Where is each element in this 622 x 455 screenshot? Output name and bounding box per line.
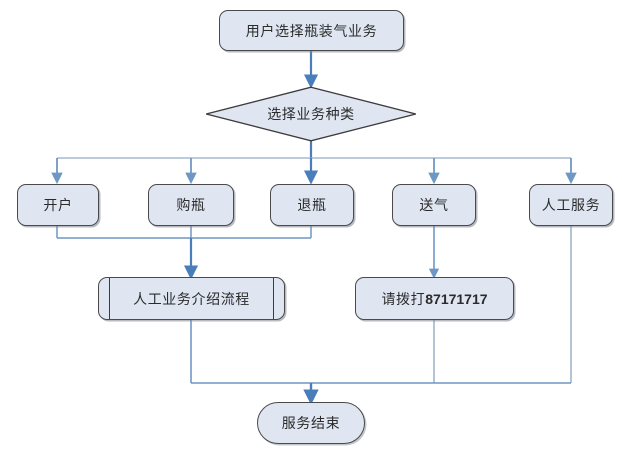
node-start-label: 用户选择瓶装气业务 (245, 22, 378, 39)
node-dial-phone[interactable]: 请拨打87171717 (355, 277, 514, 320)
node-manual-business-process-label: 人工业务介绍流程 (133, 290, 250, 307)
node-dial-phone-label: 请拨打87171717 (381, 289, 487, 309)
node-decision[interactable]: 选择业务种类 (205, 86, 417, 142)
node-end[interactable]: 服务结束 (257, 402, 365, 444)
node-manual-business-process[interactable]: 人工业务介绍流程 (98, 277, 285, 320)
node-decision-label: 选择业务种类 (267, 106, 355, 122)
node-start[interactable]: 用户选择瓶装气业务 (219, 10, 404, 51)
node-option-return-bottle[interactable]: 退瓶 (270, 184, 354, 226)
node-option-buy-bottle-label: 购瓶 (176, 197, 206, 213)
node-option-open-account[interactable]: 开户 (17, 184, 99, 226)
node-option-deliver-gas-label: 送气 (419, 197, 449, 213)
node-option-deliver-gas[interactable]: 送气 (392, 184, 476, 226)
node-option-open-account-label: 开户 (43, 197, 73, 213)
node-option-manual-service[interactable]: 人工服务 (529, 184, 613, 226)
node-dial-phone-number: 87171717 (425, 290, 488, 307)
node-dial-phone-prefix: 请拨打 (381, 290, 426, 307)
node-option-return-bottle-label: 退瓶 (297, 197, 327, 213)
predefined-bar-right (273, 278, 274, 319)
node-option-manual-service-label: 人工服务 (541, 197, 601, 213)
predefined-bar-left (109, 278, 110, 319)
node-end-label: 服务结束 (281, 415, 341, 431)
node-option-buy-bottle[interactable]: 购瓶 (148, 184, 234, 226)
